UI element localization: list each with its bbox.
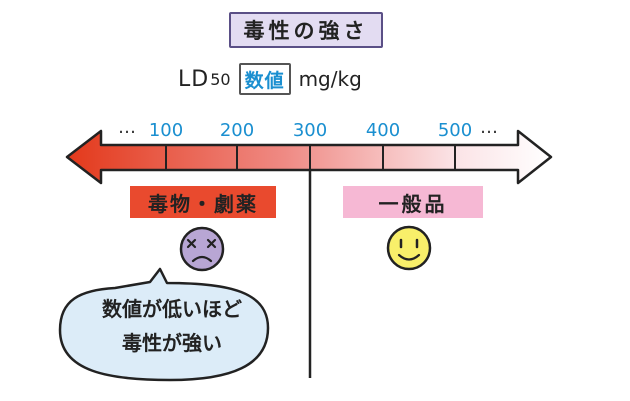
tick-label-200: 200 [219,120,255,141]
toxic-category-text: 毒物・劇薬 [148,191,258,216]
bubble-text: 数値が低いほど 毒性が強い [72,292,272,360]
page-title: 毒性の強さ [243,19,369,43]
sad-face-icon [179,226,225,272]
tick-label-100: 100 [148,120,184,141]
general-category-label: 一般品 [343,186,483,218]
scale-trailing-ellipsis: … [480,117,499,138]
tick-label-300: 300 [292,120,328,141]
tick-label-400: 400 [365,120,401,141]
formula-line: LD 50 数値 mg/kg [178,62,362,96]
formula-subscript: 50 [210,69,231,89]
value-label-box: 数値 [238,63,291,95]
scale-leading-ellipsis: … [118,117,137,138]
formula-prefix: LD [178,66,210,92]
formula-unit: mg/kg [298,67,362,91]
tick-label-500: 500 [437,120,473,141]
speech-bubble [58,267,270,382]
smiley-face-icon [386,225,432,271]
general-category-text: 一般品 [378,191,448,216]
title-box: 毒性の強さ [229,12,383,48]
bubble-line-2: 毒性が強い [122,331,222,355]
bubble-line-1: 数値が低いほど [102,297,242,321]
toxic-category-label: 毒物・劇薬 [130,186,276,218]
